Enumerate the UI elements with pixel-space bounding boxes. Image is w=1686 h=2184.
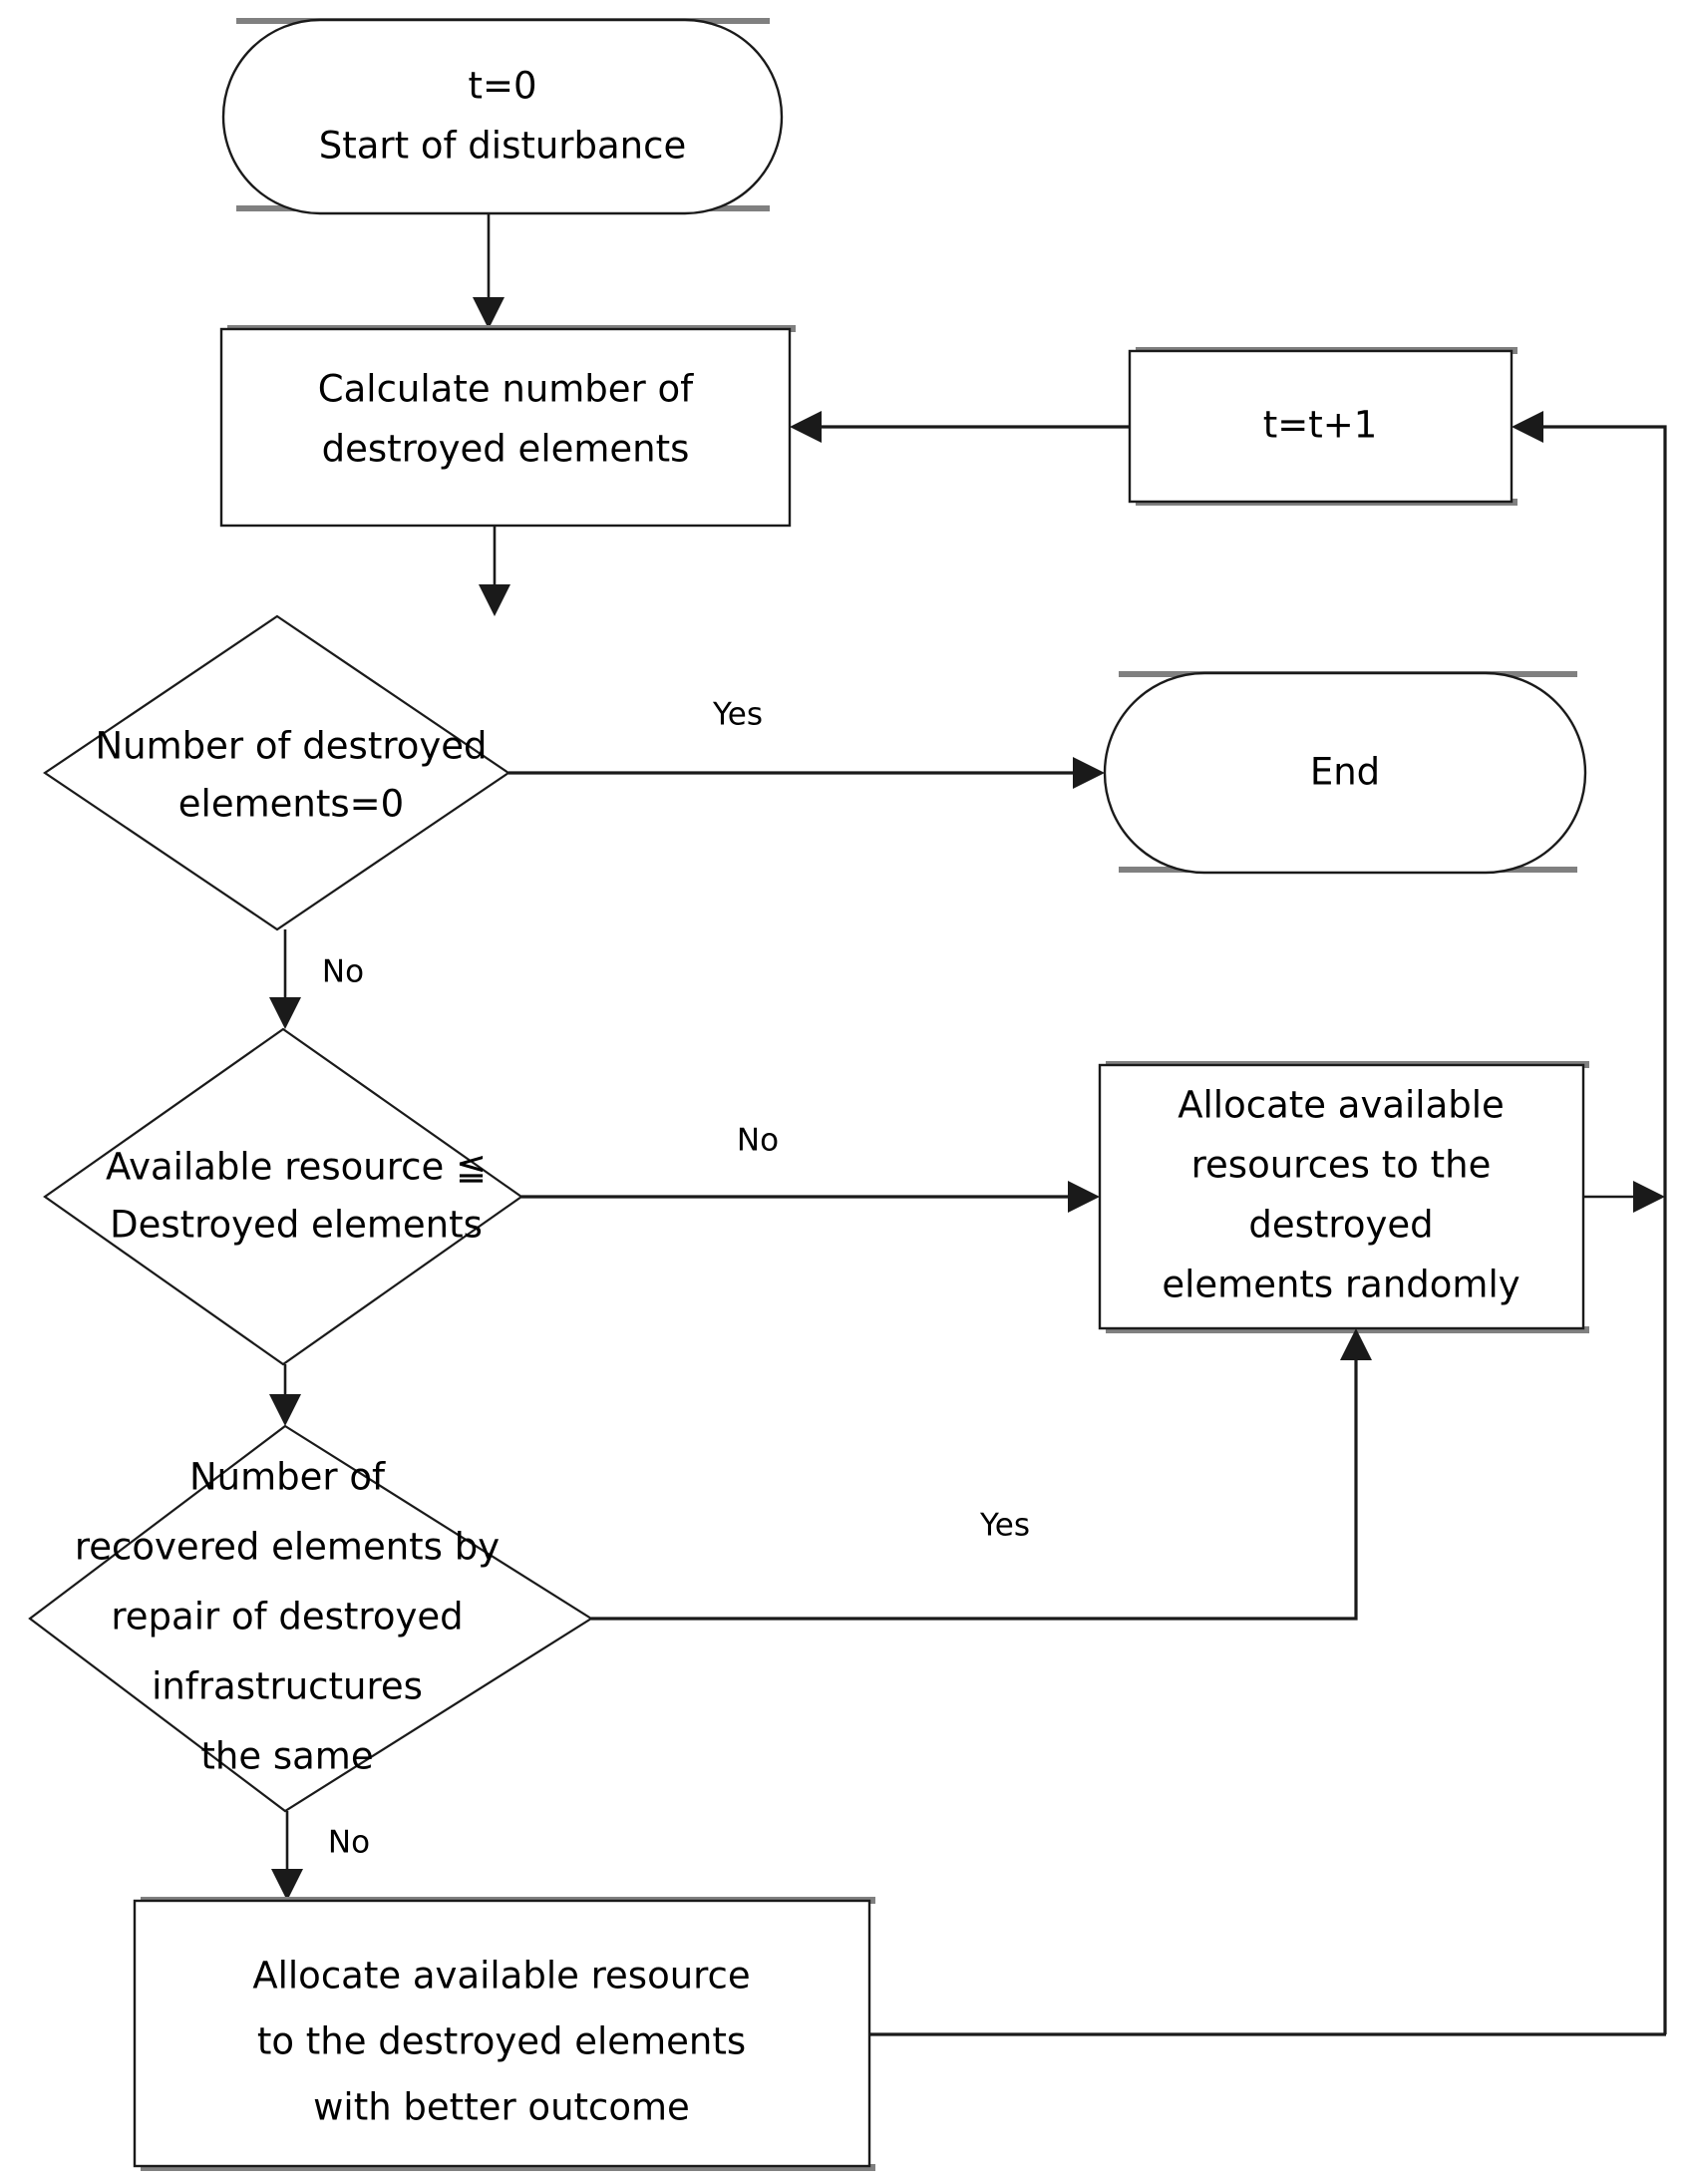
allocate-random-line2: resources to the: [1191, 1144, 1492, 1187]
decision-recovered-line5: the same: [200, 1735, 373, 1778]
edge-decision-resource-no: No: [521, 1123, 1100, 1213]
edge-resource-no-arrow: [1068, 1181, 1100, 1213]
edge-label-zero-yes: Yes: [712, 697, 763, 733]
decision-zero-shape: [43, 614, 510, 931]
end-label: End: [1310, 751, 1380, 794]
edge-start-calculate-arrow: [473, 297, 505, 329]
edge-calculate-decision-arrow: [479, 584, 510, 616]
edge-return-bus: [1512, 411, 1667, 2034]
edge-label-recovered-no: No: [328, 1825, 370, 1861]
edge-label-zero-no: No: [322, 954, 364, 990]
edge-recovered-yes-path: [591, 1350, 1358, 1621]
edge-label-resource-no: No: [737, 1123, 779, 1159]
start-label-line1: t=0: [468, 65, 536, 108]
calculate-label-line2: destroyed elements: [322, 428, 690, 471]
edge-decision-zero-no: No: [269, 929, 364, 1029]
allocate-random-line3: destroyed: [1248, 1204, 1433, 1247]
end-shape: [1103, 671, 1587, 875]
calculate-shape: [219, 327, 792, 528]
edge-allocate-random-bus-arrow: [1633, 1181, 1665, 1213]
decision-recovered-line2: recovered elements by: [75, 1526, 500, 1569]
edge-recovered-yes-arrow: [1340, 1328, 1372, 1360]
node-decision-resource: Available resource ≦ Destroyed elements: [43, 1027, 523, 1366]
allocate-random-bottom-shadow: [1106, 1326, 1589, 1333]
edge-zero-no-arrow: [269, 997, 301, 1029]
edge-zero-yes-arrow: [1073, 757, 1105, 789]
edge-increment-to-calculate: [790, 411, 1130, 443]
allocate-random-line1: Allocate available: [1178, 1084, 1505, 1127]
decision-resource-shape: [43, 1027, 523, 1366]
edge-decision-recovered-no: No: [271, 1811, 370, 1901]
edge-label-recovered-yes: Yes: [979, 1508, 1030, 1544]
allocate-random-line4: elements randomly: [1162, 1264, 1519, 1306]
edge-start-to-calculate: [473, 213, 505, 329]
decision-zero-label-line2: elements=0: [178, 783, 404, 826]
edge-return-bus-path: [1531, 425, 1667, 2034]
node-increment: t=t+1: [1128, 347, 1517, 506]
allocate-better-line3: with better outcome: [313, 2086, 690, 2129]
calculate-label-line1: Calculate number of: [318, 368, 694, 411]
decision-recovered-line1: Number of: [189, 1456, 386, 1499]
edge-increment-calculate-arrow: [790, 411, 822, 443]
node-start: t=0 Start of disturbance: [221, 18, 784, 215]
node-allocate-random: Allocate available resources to the dest…: [1098, 1061, 1589, 1333]
node-decision-recovered: Number of recovered elements by repair o…: [28, 1424, 594, 1813]
decision-resource-label-line2: Destroyed elements: [110, 1204, 483, 1247]
node-end: End: [1103, 671, 1587, 875]
node-allocate-better: Allocate available resource to the destr…: [133, 1897, 875, 2171]
edge-decision-recovered-yes: Yes: [591, 1328, 1372, 1621]
edge-calculate-to-decision-zero: [479, 526, 510, 616]
edge-recovered-no-arrow: [271, 1869, 303, 1901]
decision-recovered-shape: [28, 1424, 594, 1813]
allocate-better-line1: Allocate available resource: [252, 1955, 750, 1998]
allocate-better-line2: to the destroyed elements: [257, 2020, 746, 2063]
start-label-line2: Start of disturbance: [319, 125, 687, 168]
edge-decision-zero-yes: Yes: [508, 697, 1105, 789]
edge-resource-down-arrow: [269, 1394, 301, 1426]
decision-zero-label-line1: Number of destroyed: [95, 725, 487, 768]
edge-decision-resource-down: [269, 1364, 301, 1426]
allocate-random-shape: [1098, 1063, 1585, 1330]
allocate-better-bottom-shadow: [141, 2164, 875, 2171]
decision-resource-label-line1: Available resource ≦: [106, 1146, 487, 1189]
edge-return-bus-arrow: [1512, 411, 1543, 443]
increment-label: t=t+1: [1263, 404, 1378, 447]
allocate-better-shape: [133, 1899, 871, 2168]
node-decision-zero: Number of destroyed elements=0: [43, 614, 510, 931]
decision-recovered-line3: repair of destroyed: [111, 1596, 463, 1638]
start-shape: [221, 18, 784, 215]
decision-recovered-line4: infrastructures: [152, 1665, 423, 1708]
node-calculate: Calculate number of destroyed elements: [219, 325, 796, 528]
edge-allocate-random-to-return-bus: [1583, 1181, 1665, 1213]
